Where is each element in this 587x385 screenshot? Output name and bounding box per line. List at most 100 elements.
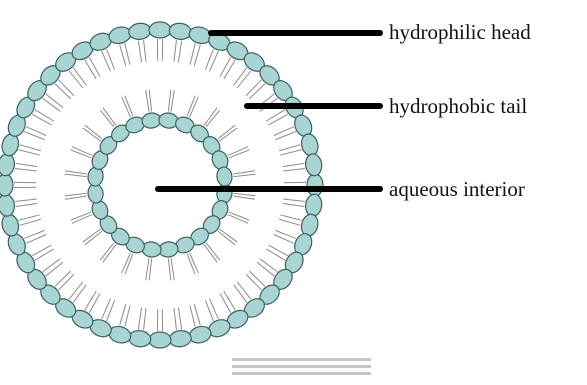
inner-tail (65, 174, 87, 176)
outer-tail (107, 49, 115, 69)
outer-tail (102, 51, 111, 71)
inner-tail (83, 229, 101, 242)
outer-tail (59, 274, 74, 290)
outer-tail (46, 94, 63, 108)
outer-tail (24, 132, 44, 140)
outer-tail (174, 40, 176, 62)
outer-tail (280, 150, 301, 155)
outer-tail (190, 305, 195, 326)
inner-tail (220, 229, 238, 242)
inner-tail (65, 171, 87, 174)
inner-tail (171, 90, 174, 112)
outer-tail (102, 299, 111, 319)
inner-tail (233, 171, 255, 174)
outer-tail (280, 215, 301, 220)
outer-tail (210, 51, 219, 71)
outer-tail (194, 304, 200, 325)
outer-tail (26, 127, 46, 136)
outer-tail (194, 45, 200, 66)
outer-tail (266, 110, 285, 121)
outer-tail (125, 43, 130, 64)
outer-tail (174, 308, 176, 330)
inner-tail (234, 193, 256, 195)
outer-tail (205, 300, 213, 320)
outer-tail (220, 293, 231, 312)
outer-phospholipid-head (0, 193, 16, 217)
outer-tail (283, 163, 305, 166)
outer-tail (283, 169, 305, 171)
outer-tail (260, 259, 278, 272)
outer-tail (266, 249, 285, 260)
inner-tail (168, 90, 170, 112)
footer-bar-1 (232, 358, 371, 361)
outer-phospholipid-head (304, 193, 323, 217)
outer-tail (85, 60, 96, 79)
inner-tail (65, 196, 87, 199)
outer-tail (138, 308, 141, 330)
inner-tail (146, 258, 149, 280)
outer-tail (237, 282, 251, 299)
inner-tail (168, 259, 170, 281)
outer-tail (20, 145, 41, 151)
outer-tail (275, 230, 295, 238)
outer-phospholipid-head (304, 153, 323, 177)
inner-tail (100, 110, 114, 127)
outer-tail (178, 41, 181, 63)
inner-tail (218, 125, 235, 139)
outer-tail (35, 110, 54, 121)
outer-tail (237, 71, 251, 88)
outer-tail (190, 43, 195, 64)
outer-tail (144, 308, 146, 330)
outer-tail (234, 285, 247, 303)
outer-tail (234, 68, 247, 86)
outer-tail (268, 245, 287, 256)
outer-tail (18, 215, 39, 220)
outer-tail (26, 235, 46, 244)
inner-tail (100, 243, 114, 260)
outer-tail (16, 163, 38, 166)
inner-tail (149, 90, 151, 112)
outer-tail (224, 60, 235, 79)
outer-tail (257, 262, 274, 276)
outer-tail (249, 271, 265, 286)
outer-tail (120, 304, 126, 325)
outer-tail (85, 291, 96, 310)
outer-tail (43, 259, 61, 272)
outer-tail (283, 203, 305, 206)
inner-tail (204, 245, 217, 263)
pointer-lines (158, 33, 380, 189)
outer-tail (220, 57, 231, 76)
inner-tail (146, 90, 149, 112)
footer-bar-2 (232, 365, 371, 368)
outer-tail (144, 40, 146, 62)
outer-tail (24, 230, 44, 238)
outer-tail (178, 308, 181, 330)
outer-phospholipid-head (0, 153, 16, 177)
inner-tail (85, 231, 102, 245)
footer-decoration (232, 358, 371, 375)
footer-bar-3 (232, 372, 371, 375)
hydrophobic-tail-label: hydrophobic tail (389, 94, 527, 118)
outer-tail (120, 45, 126, 66)
outer-tail (249, 84, 265, 99)
outer-tail (35, 249, 54, 260)
outer-tail (59, 80, 74, 96)
outer-tail (107, 300, 115, 320)
outer-tail (43, 98, 61, 111)
outer-phospholipid-head (168, 22, 192, 41)
hydrophobic-tails (14, 39, 306, 331)
outer-phospholipid-head (128, 22, 152, 41)
outer-phospholipid-head (0, 174, 13, 196)
outer-tail (279, 219, 300, 225)
outer-tail (210, 299, 219, 319)
inner-tail (206, 110, 220, 127)
outer-phospholipid-head (307, 174, 323, 196)
inner-tail (171, 258, 174, 280)
outer-tail (69, 71, 83, 88)
inner-tail (233, 196, 255, 199)
outer-tail (55, 271, 71, 286)
outer-tail (20, 219, 41, 225)
outer-tail (15, 169, 37, 171)
outer-tail (138, 41, 141, 63)
